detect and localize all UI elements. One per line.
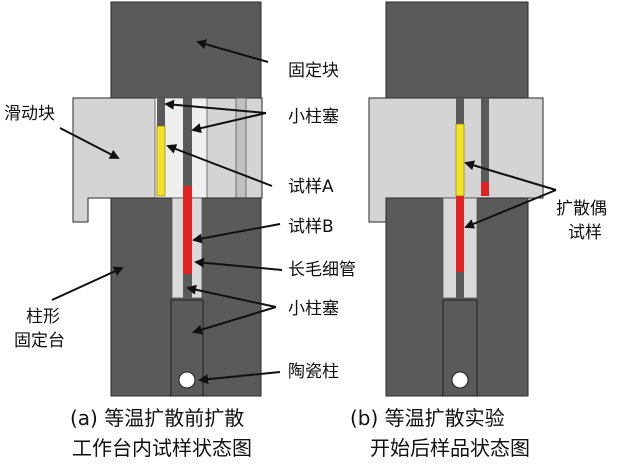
- arrow-ceramic-rod: [198, 371, 281, 385]
- arrow-sample-a: [166, 144, 273, 187]
- ceramic-rod-hole-b: [451, 371, 469, 389]
- capillary-lower-a: [183, 274, 192, 298]
- right-plug-b: [481, 98, 489, 182]
- arrow-column-stage: [51, 266, 124, 301]
- left-plug-bottom-b: [456, 272, 464, 298]
- label-sample-a: 试样A: [288, 177, 334, 197]
- bore-side-a: [235, 97, 247, 199]
- right-plug-a: [183, 98, 192, 186]
- arrow-plug-top-2: [191, 112, 267, 134]
- fixed-block-b: [385, 1, 529, 99]
- label-column-stage-2: 固定台: [14, 331, 65, 351]
- sample-a-left: [156, 125, 166, 197]
- label-small-plug-top: 小柱塞: [288, 107, 339, 127]
- sample-a-b: [455, 123, 465, 197]
- label-diffusion-couple-1: 扩散偶: [556, 199, 607, 219]
- captions: (a) 等温扩散前扩散 工作台内试样状态图 (b) 等温扩散实验 开始后样品状态…: [70, 406, 530, 460]
- label-sliding-block: 滑动块: [4, 104, 55, 124]
- fixed-block-a: [110, 1, 262, 99]
- label-column-stage-1: 柱形: [26, 307, 60, 327]
- arrow-plug-bottom-1: [186, 284, 277, 308]
- caption-a-line2: 工作台内试样状态图: [72, 436, 252, 460]
- label-sample-b: 试样B: [288, 217, 334, 237]
- arrow-couple-1: [464, 160, 557, 191]
- arrow-plug-bottom-2: [192, 306, 277, 335]
- panel-b: [368, 1, 544, 397]
- caption-b-line2: 开始后样品状态图: [370, 436, 530, 460]
- sample-b-b: [456, 196, 464, 272]
- annotation-arrows: [51, 39, 557, 385]
- arrow-sliding-block: [59, 127, 120, 159]
- left-plug-top-b: [456, 98, 464, 124]
- arrow-couple-2: [464, 189, 557, 229]
- label-capillary: 长毛细管: [288, 260, 356, 280]
- label-diffusion-couple-2: 试样: [568, 223, 602, 243]
- panel-a: [72, 1, 263, 397]
- ceramic-rod-hole-a: [178, 371, 196, 389]
- left-plug-a: [157, 98, 165, 126]
- labels: 固定块 小柱塞 滑动块 试样A 试样B 长毛细管 小柱塞 柱形 固定台 陶瓷柱 …: [4, 61, 607, 382]
- label-fixed-block: 固定块: [288, 61, 339, 81]
- label-ceramic-rod: 陶瓷柱: [288, 362, 339, 382]
- arrow-sample-b: [192, 223, 281, 244]
- sample-b-a: [183, 186, 192, 274]
- arrow-plug-top-1: [164, 99, 267, 114]
- arrow-fixed-block: [196, 39, 269, 63]
- sample-b-piece-b: [481, 182, 489, 196]
- label-small-plug-bottom: 小柱塞: [288, 299, 339, 319]
- caption-a-line1: (a) 等温扩散前扩散: [70, 406, 244, 430]
- arrow-capillary: [194, 257, 283, 271]
- caption-b-line1: (b) 等温扩散实验: [350, 406, 505, 430]
